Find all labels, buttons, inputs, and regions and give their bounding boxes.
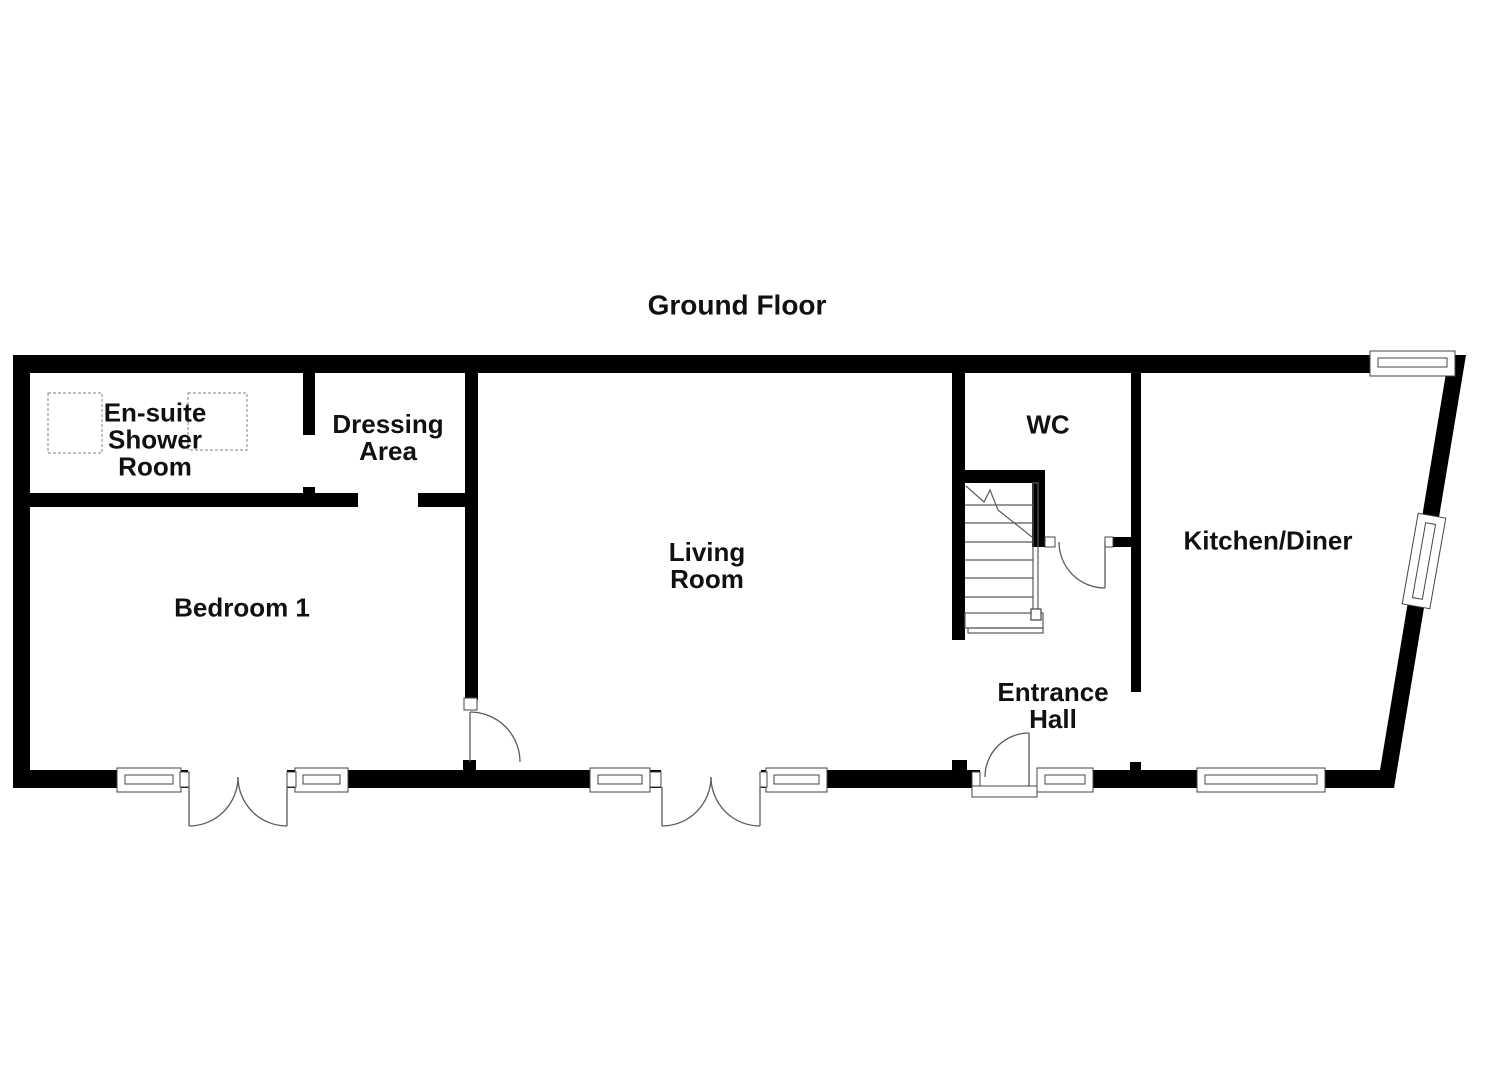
wc-door-jamb-right — [1104, 536, 1114, 548]
ensuite-south-wall — [30, 493, 358, 507]
wc-door — [1058, 541, 1106, 589]
living-patio-jamb-left — [649, 771, 662, 788]
staircase — [964, 482, 1044, 634]
ensuite-fixtures — [47, 392, 248, 454]
top-wall — [13, 355, 1462, 373]
room-label-bedroom1: Bedroom 1 — [174, 592, 310, 623]
wc-door-jamb-left — [1044, 536, 1056, 548]
stair-top-wall — [965, 470, 1045, 483]
bedroom-window-right — [294, 767, 349, 793]
bedroom-internal-door — [469, 711, 521, 763]
page-title: Ground Floor — [647, 289, 827, 321]
stair-bottom-landing — [967, 627, 1044, 634]
ensuite-dressing-divider-wall — [303, 370, 315, 435]
room-label-living: Living Room — [668, 536, 746, 594]
bedroom-door-bottom-stub — [463, 760, 476, 770]
door-jambs — [179, 536, 1114, 788]
kitchen-hall-divider-wall — [1131, 370, 1141, 692]
room-label-dressing: Dressing Area — [332, 408, 444, 466]
stairwell-bottom-stub — [952, 760, 967, 770]
shower-fixture — [47, 392, 103, 454]
living-window-left — [589, 767, 651, 793]
entrance-door-opening — [980, 768, 1037, 789]
wc-door-east-wall — [1113, 537, 1131, 547]
windows — [116, 350, 1456, 793]
entrance-threshold — [971, 785, 1038, 798]
kitchen-window-south — [1196, 767, 1326, 793]
room-label-ensuite: En-suite Shower Room — [103, 397, 207, 482]
room-label-kitchen: Kitchen/Diner — [1183, 525, 1353, 556]
stair-direction-line — [965, 485, 1033, 538]
ensuite-south-wall-stub — [303, 487, 315, 495]
bedroom-patio-double-door — [188, 776, 288, 827]
entrance-door-jamb — [971, 771, 981, 788]
kitchen-hall-bottom-stub — [1130, 762, 1141, 770]
entrance-front-door — [984, 732, 1030, 787]
hall-window — [1036, 767, 1094, 793]
bedroom-door-jamb — [463, 697, 478, 711]
living-stairwell-wall — [952, 373, 965, 640]
bedroom-patio-jamb-right — [286, 771, 297, 788]
stair-newel-post — [1030, 608, 1042, 621]
kitchen-window-angled — [1401, 512, 1447, 610]
kitchen-window-north — [1369, 350, 1456, 377]
basin-fixture — [187, 392, 248, 451]
room-label-wc: WC — [1026, 409, 1070, 440]
bedroom-window-left — [116, 767, 182, 793]
doors — [188, 541, 1106, 827]
dressing-south-wall — [418, 493, 467, 507]
room-label-entrance: Entrance Hall — [997, 676, 1109, 734]
bedroom-patio-jamb-left — [179, 771, 190, 788]
living-patio-jamb-right — [759, 771, 768, 788]
living-patio-double-door — [661, 776, 761, 827]
left-wall — [13, 355, 30, 788]
living-window-right — [765, 767, 828, 793]
bedroom-living-divider-wall — [465, 373, 478, 700]
